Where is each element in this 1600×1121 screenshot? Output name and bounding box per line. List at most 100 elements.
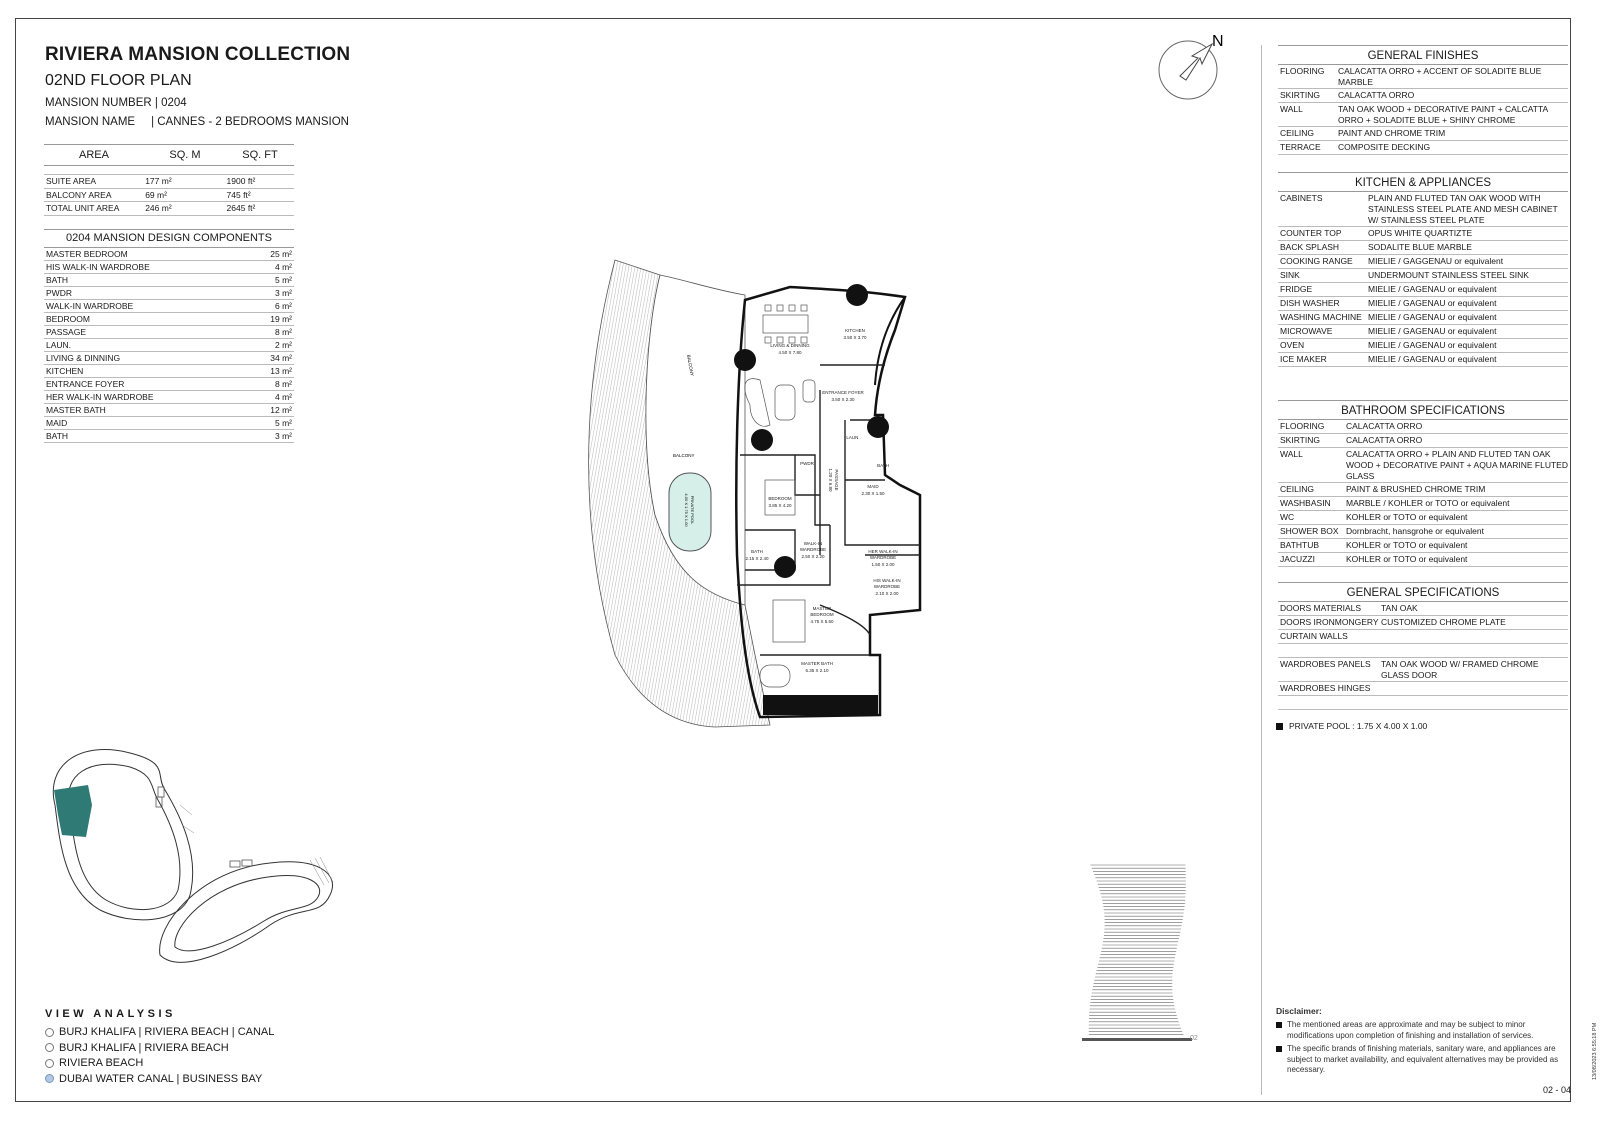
spec-value: CALACATTA ORRO bbox=[1346, 435, 1423, 445]
spec-key: CURTAIN WALLS bbox=[1280, 631, 1348, 641]
component-name: PWDR bbox=[46, 288, 72, 298]
small-bath-label: BATH bbox=[877, 463, 889, 468]
component-name: BATH bbox=[46, 431, 69, 441]
radio-icon[interactable] bbox=[45, 1074, 54, 1083]
component-name: HER WALK-IN WARDROBE bbox=[46, 392, 154, 402]
spec-row: SHOWER BOX Dornbracht, hansgrohe or equiv… bbox=[1278, 525, 1568, 539]
spec-key: COUNTER TOP bbox=[1280, 228, 1342, 238]
building-elevation: 02 bbox=[1082, 864, 1198, 1042]
spec-key: SKIRTING bbox=[1280, 435, 1320, 445]
component-name: MASTER BATH bbox=[46, 405, 106, 415]
area-cell: 745 ft² bbox=[226, 189, 251, 200]
radio-icon[interactable] bbox=[45, 1027, 54, 1037]
spec-value: TAN OAK WOOD W/ FRAMED CHROME GLASS DOOR bbox=[1381, 659, 1539, 680]
site-key-plan bbox=[52, 749, 334, 963]
master-bedroom-label: MASTER bbox=[813, 606, 833, 611]
component-name: LIVING & DINNING bbox=[46, 353, 121, 363]
component-area: 12 m² bbox=[270, 405, 292, 415]
bath-label: BATH bbox=[751, 549, 763, 554]
component-area: 4 m² bbox=[275, 392, 292, 402]
component-area: 13 m² bbox=[270, 366, 292, 376]
spec-value: MARBLE / KOHLER or TOTO or equivalent bbox=[1346, 498, 1510, 508]
spec-key: TERRACE bbox=[1280, 142, 1321, 152]
spec-value: MIELIE / GAGENAU or equivalent bbox=[1368, 284, 1497, 294]
spec-key: WALL bbox=[1280, 449, 1303, 459]
spec-value bbox=[1381, 683, 1568, 695]
her-wardrobe-label-2: WARDROBE bbox=[870, 555, 896, 560]
living-dims: 4.50 X 7.80 bbox=[778, 350, 802, 355]
area-cell: 177 m² bbox=[145, 176, 172, 187]
bullet-square-icon bbox=[1276, 1022, 1282, 1028]
component-area: 19 m² bbox=[270, 314, 292, 324]
spec-value: MIELIE / GAGENAU or equivalent bbox=[1368, 326, 1497, 336]
spec-key: WASHING MACHINE bbox=[1280, 312, 1362, 322]
view-analysis-title: VIEW ANALYSIS bbox=[45, 1008, 176, 1020]
walk-in-dims: 2.50 X 2.20 bbox=[801, 554, 825, 559]
area-cell: 69 m² bbox=[145, 189, 167, 200]
bath-dims: 2.15 X 2.40 bbox=[745, 556, 769, 561]
components-title: 0204 MANSION DESIGN COMPONENTS bbox=[44, 229, 294, 248]
view-option[interactable]: RIVIERA BEACH bbox=[45, 1057, 143, 1069]
spec-key: SKIRTING bbox=[1280, 90, 1320, 100]
spec-value: KOHLER or TOTO or equivalent bbox=[1346, 554, 1468, 564]
entrance-dims: 3.50 X 2.30 bbox=[831, 397, 855, 402]
component-row: LAUN.2 m² bbox=[44, 339, 294, 352]
spec-value: TAN OAK bbox=[1381, 603, 1418, 613]
spec-value bbox=[1381, 631, 1568, 643]
floor-plan-title: 02ND FLOOR PLAN bbox=[45, 72, 192, 89]
maid-dims: 2.30 X 1.50 bbox=[861, 491, 885, 496]
kitchen-wall bbox=[874, 296, 906, 386]
component-name: LAUN. bbox=[46, 340, 72, 350]
spec-value: PAINT & BRUSHED CHROME TRIM bbox=[1346, 484, 1486, 494]
balcony-label-mid: BALCONY bbox=[673, 453, 695, 458]
spec-value: MIELIE / GAGENAU or equivalent bbox=[1368, 354, 1497, 364]
component-name: MASTER BEDROOM bbox=[46, 249, 128, 259]
view-option[interactable]: BURJ KHALIFA | RIVIERA BEACH | CANAL bbox=[45, 1026, 274, 1038]
component-area: 6 m² bbox=[275, 301, 292, 311]
spec-key: SHOWER BOX bbox=[1280, 526, 1339, 536]
bathroom-specifications-title: BATHROOM SPECIFICATIONS bbox=[1278, 400, 1568, 420]
laundry-label: LAUN. bbox=[846, 435, 859, 440]
spec-value: Dornbracht, hansgrohe or equivalent bbox=[1346, 526, 1484, 536]
sheet-frame bbox=[15, 18, 1571, 1102]
view-option[interactable]: DUBAI WATER CANAL | BUSINESS BAY bbox=[45, 1073, 262, 1085]
spec-key: CEILING bbox=[1280, 128, 1315, 138]
spec-key: WALL bbox=[1280, 104, 1303, 114]
view-option-label: RIVIERA BEACH bbox=[59, 1057, 144, 1069]
passage-label: PASSAGE bbox=[834, 469, 839, 490]
spec-key: WARDROBES PANELS bbox=[1280, 659, 1371, 669]
timestamp: 13/08/2023 6:55:18 PM bbox=[1592, 1022, 1598, 1080]
area-table-header: AREA SQ. M SQ. FT bbox=[44, 144, 294, 166]
radio-icon[interactable] bbox=[45, 1058, 54, 1068]
spec-key: FLOORING bbox=[1280, 421, 1325, 431]
master-bath-wall bbox=[763, 695, 878, 715]
her-wardrobe-label: HER WALK-IN bbox=[868, 549, 897, 554]
component-name: KITCHEN bbox=[46, 366, 84, 376]
area-header-area: AREA bbox=[79, 149, 109, 161]
radio-icon[interactable] bbox=[45, 1043, 54, 1052]
area-header-sqft: SQ. FT bbox=[242, 149, 278, 161]
view-option[interactable]: BURJ KHALIFA | RIVIERA BEACH bbox=[45, 1042, 229, 1054]
